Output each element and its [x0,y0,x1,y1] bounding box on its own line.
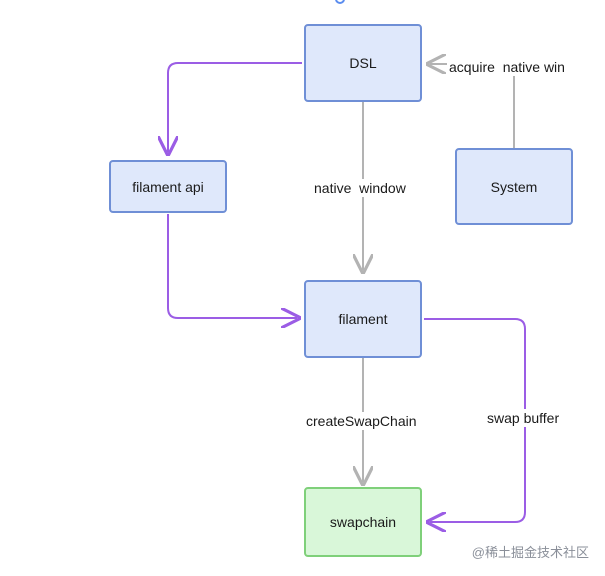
top-partial-marker [335,0,345,4]
node-system: System [455,148,573,225]
watermark-text: @稀土掘金技术社区 [471,545,589,560]
edge-label-create-swap-chain: createSwapChain [304,412,419,430]
node-filament: filament [304,280,422,358]
edge-system-to-dsl [430,64,515,148]
node-swapchain-label: swapchain [329,514,397,530]
edge-label-swap-buffer: swap buffer [485,409,562,427]
node-system-label: System [490,178,538,195]
node-filament-label: filament [338,311,388,327]
node-swapchain: swapchain [304,487,422,557]
edge-dsl-to-filament-api [168,62,302,152]
edge-filament-api-to-filament [167,214,297,318]
node-filament-api-label: filament api [132,178,204,195]
edge-label-native-window: native window [312,179,408,197]
node-dsl-label: DSL [349,55,377,71]
node-dsl: DSL [304,24,422,102]
node-filament-api: filament api [109,160,227,213]
edge-label-acquire-native-win: acquire native win [447,58,567,76]
